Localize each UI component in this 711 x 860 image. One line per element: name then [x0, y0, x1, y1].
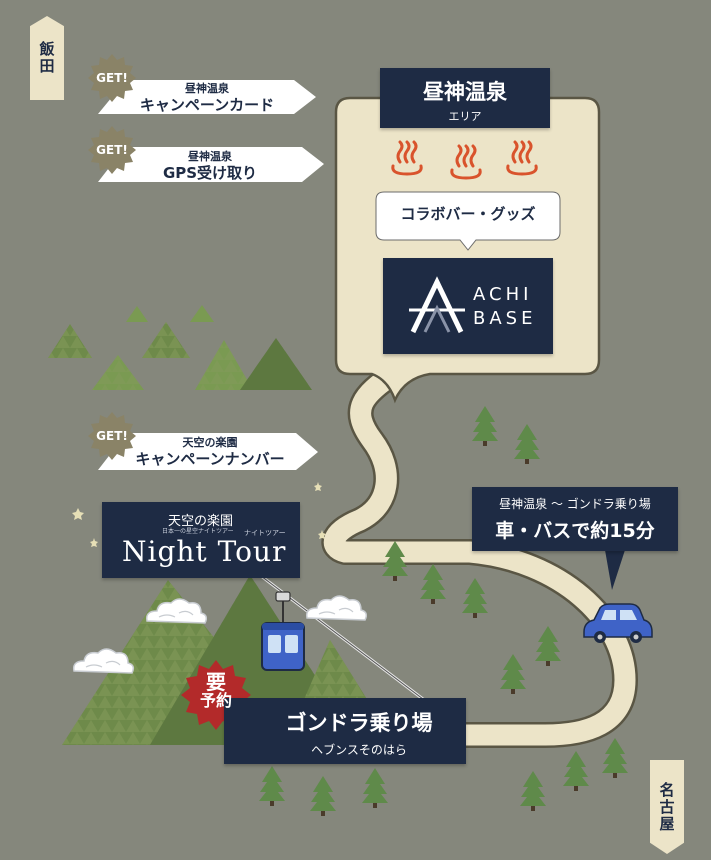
- direction-sign-nagoya-label: 名古屋: [657, 781, 676, 833]
- travel-bubble-tail: [605, 550, 625, 590]
- collab-bubble: [375, 191, 561, 251]
- get-badge-1-label: GET!: [96, 71, 128, 85]
- reservation-line1: 要: [206, 670, 226, 694]
- collab-bar-goods-label: コラボバー・グッズ: [400, 205, 536, 223]
- direction-sign-iida: 飯田: [30, 16, 64, 100]
- get-badges: [88, 54, 136, 460]
- get-badge-2: GET!: [86, 124, 138, 176]
- direction-sign-iida-label: 飯田: [37, 41, 56, 75]
- travel-time-duration: 車・バスで約15分: [495, 520, 655, 542]
- night-tour-line1: 天空の楽園: [168, 514, 234, 529]
- callout-onsen-card-line2: キャンペーンカード: [139, 95, 275, 114]
- gondola-station-title: ゴンドラ乗り場: [285, 711, 433, 735]
- callout-gps: 昼神温泉 GPS受け取り: [112, 150, 308, 183]
- night-tour-title: Night Tour: [122, 535, 287, 568]
- direction-sign-nagoya: 名古屋: [650, 760, 684, 854]
- get-badge-3: GET!: [86, 410, 138, 462]
- callout-campaign-number-line1: 天空の楽園: [182, 436, 238, 449]
- stars: [72, 482, 326, 547]
- hot-spring-icons: [391, 140, 538, 180]
- gondola-cabin-icon: [261, 591, 305, 671]
- mountains-upper: [48, 305, 312, 390]
- onsen-area-subtitle: エリア: [448, 110, 482, 123]
- callout-gps-line1: 昼神温泉: [188, 150, 232, 163]
- achi-base-logo-line2: BASE: [473, 308, 537, 329]
- reservation-line2: 予約: [199, 691, 232, 710]
- car-icon: [583, 603, 653, 643]
- gondola-station-subtitle: ヘブンスそのはら: [311, 743, 407, 757]
- road: [321, 357, 638, 748]
- night-tour-ruby: ナイトツアー: [244, 529, 286, 537]
- achi-base-logo-line1: ACHI: [473, 284, 533, 305]
- night-tour-sign: 天空の楽園 日本一の星空ナイトツアー ナイトツアー Night Tour: [102, 502, 300, 578]
- callout-onsen-card-line1: 昼神温泉: [185, 82, 229, 95]
- travel-time-box: 昼神温泉 〜 ゴンドラ乗り場 車・バスで約15分: [472, 487, 678, 551]
- get-badge-1: GET!: [86, 52, 138, 104]
- callout-campaign-number-line2: キャンペーンナンバー: [135, 449, 285, 468]
- achi-base-emblem-icon: [409, 276, 465, 334]
- onsen-area-title: 昼神温泉: [423, 80, 507, 104]
- get-badge-2-label: GET!: [96, 143, 128, 157]
- achi-base-logo: ACHI BASE: [383, 258, 553, 354]
- callout-campaign-number: 天空の楽園 キャンペーンナンバー: [112, 436, 308, 469]
- callout-bubbles: [98, 80, 324, 470]
- gondola-station-box: ゴンドラ乗り場 ヘブンスそのはら: [224, 698, 466, 764]
- get-badge-3-label: GET!: [96, 429, 128, 443]
- night-tour-line1-small: 日本一の星空ナイトツアー: [162, 528, 234, 535]
- reservation-badge-text: 要 予約: [188, 672, 244, 710]
- travel-time-route: 昼神温泉 〜 ゴンドラ乗り場: [499, 497, 651, 511]
- onsen-area-title-box: 昼神温泉 エリア: [380, 68, 550, 128]
- callout-onsen-card: 昼神温泉 キャンペーンカード: [112, 82, 302, 115]
- callout-gps-line2: GPS受け取り: [162, 163, 258, 182]
